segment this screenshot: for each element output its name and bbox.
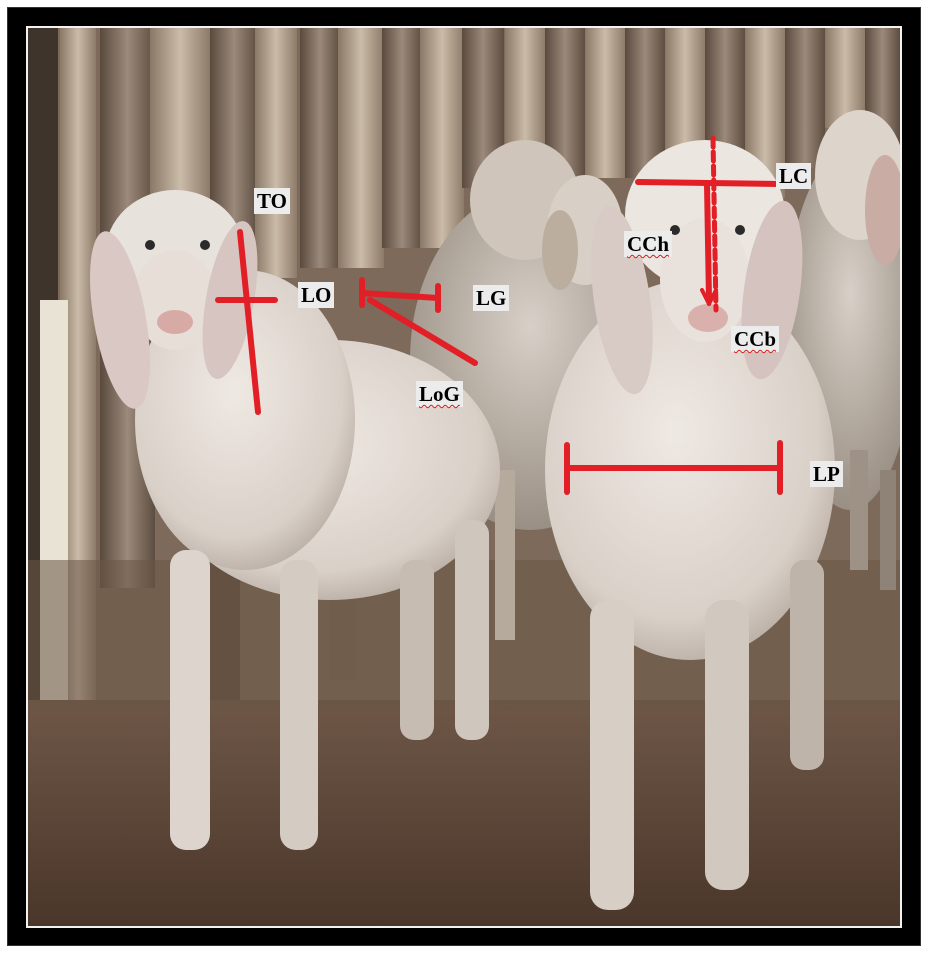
label-lp: LP bbox=[810, 461, 843, 487]
label-lc: LC bbox=[776, 163, 812, 189]
sheep-photograph bbox=[26, 26, 902, 928]
to-measure bbox=[215, 229, 278, 415]
label-to: TO bbox=[254, 188, 290, 214]
label-ccb: CCb bbox=[731, 326, 780, 352]
measurement-lines bbox=[215, 135, 783, 495]
cch-measure bbox=[700, 135, 719, 313]
label-lg: LG bbox=[473, 285, 510, 311]
log-measure bbox=[367, 297, 478, 366]
label-lo: LO bbox=[298, 282, 335, 308]
label-log: LoG bbox=[416, 381, 463, 407]
photo-illustration bbox=[28, 28, 900, 926]
left-sheep bbox=[90, 190, 500, 850]
lp-measure bbox=[564, 440, 783, 495]
lo-lg-measure bbox=[359, 277, 441, 313]
label-cch: CCh bbox=[624, 231, 673, 257]
